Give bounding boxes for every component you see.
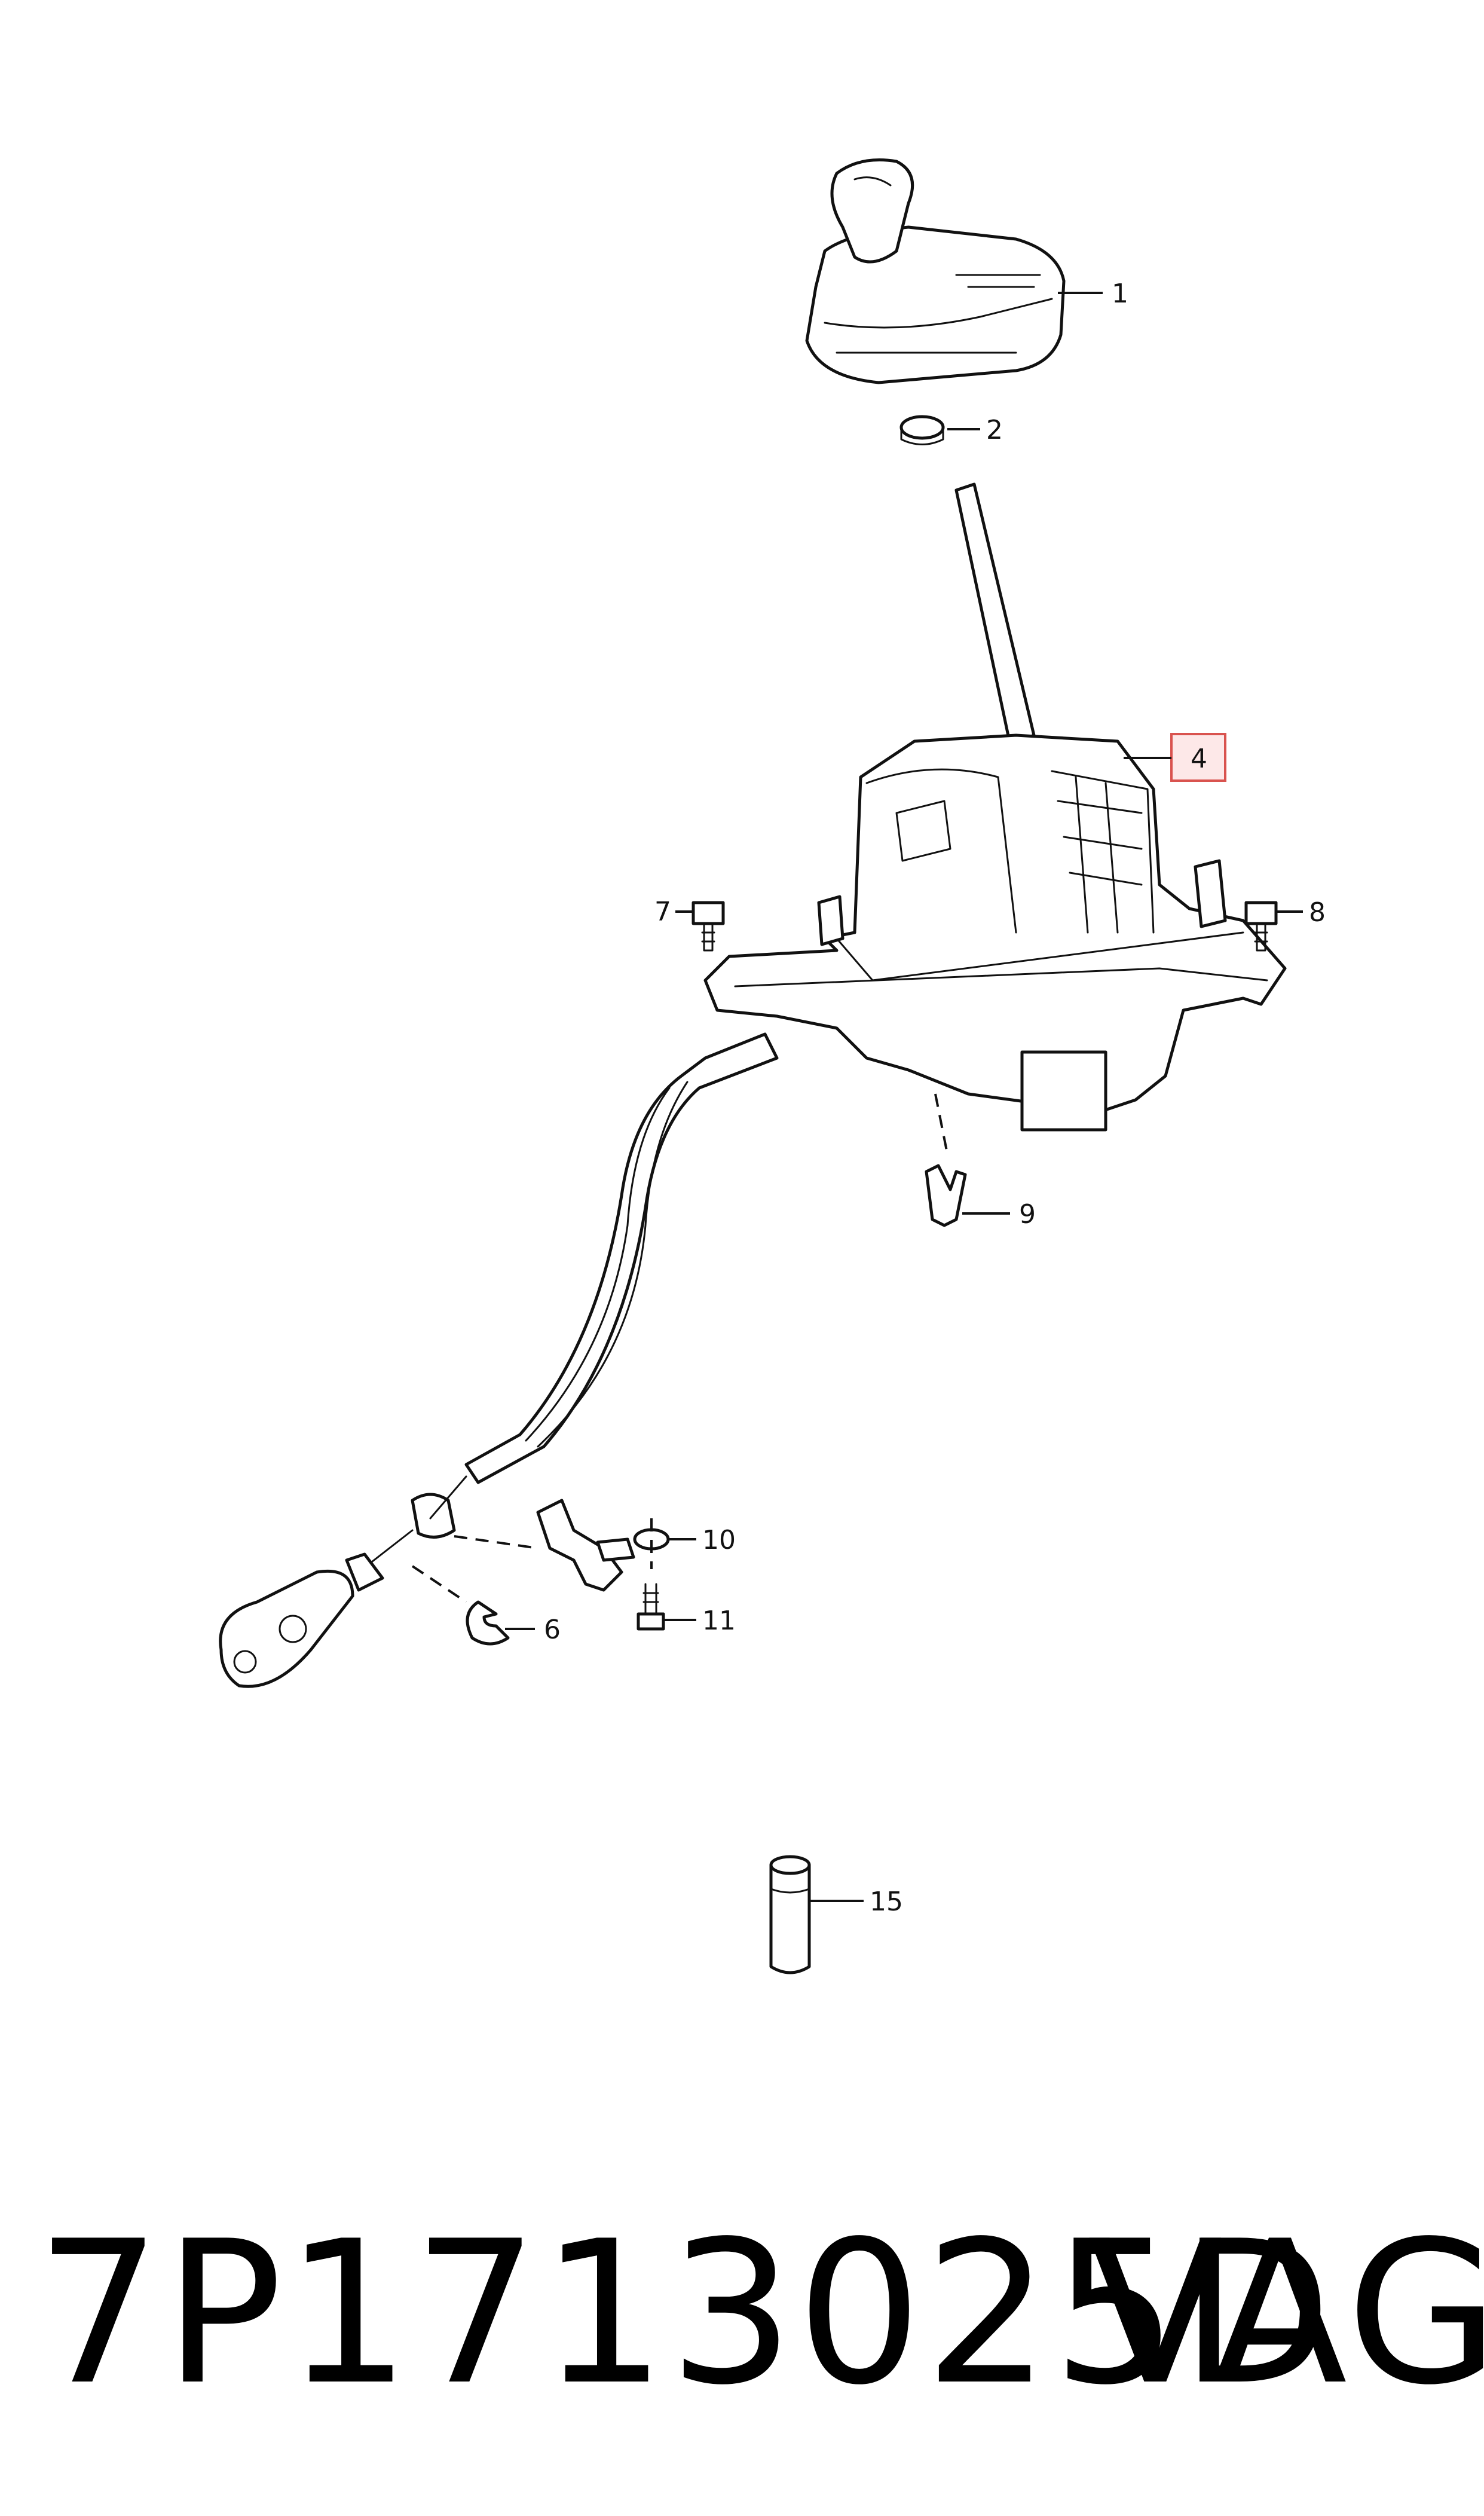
callout-9: 9	[1019, 1199, 1036, 1230]
shift-knob-boot	[805, 158, 1066, 384]
bolt-7	[691, 901, 725, 952]
callout-15: 15	[870, 1887, 903, 1917]
brand-label: VAG	[1088, 2199, 1484, 2428]
callout-11: 11	[702, 1606, 736, 1636]
gear-shift-housing	[703, 482, 1287, 1132]
clip-6	[466, 1600, 510, 1646]
callout-4: 4	[1191, 744, 1207, 774]
footer: 7P1713025D VAG	[0, 2188, 1484, 2439]
callout-10: 10	[702, 1525, 736, 1555]
cylinder-15	[769, 1855, 811, 1974]
callout-7: 7	[654, 897, 671, 927]
exploded-parts-diagram: 1 2 4 7 8 9	[219, 158, 1326, 1974]
bracket-10	[536, 1499, 670, 1592]
callout-6: 6	[544, 1615, 561, 1645]
part-number: 7P1713025D	[36, 2199, 1335, 2428]
callout-8: 8	[1309, 897, 1326, 928]
callout-2: 2	[986, 415, 1003, 445]
ring-part	[899, 415, 945, 445]
bolt-8	[1244, 901, 1278, 952]
shift-cable	[219, 1032, 779, 1688]
screw-11	[637, 1583, 665, 1631]
clip-9	[925, 1164, 967, 1227]
callout-1: 1	[1112, 279, 1128, 309]
